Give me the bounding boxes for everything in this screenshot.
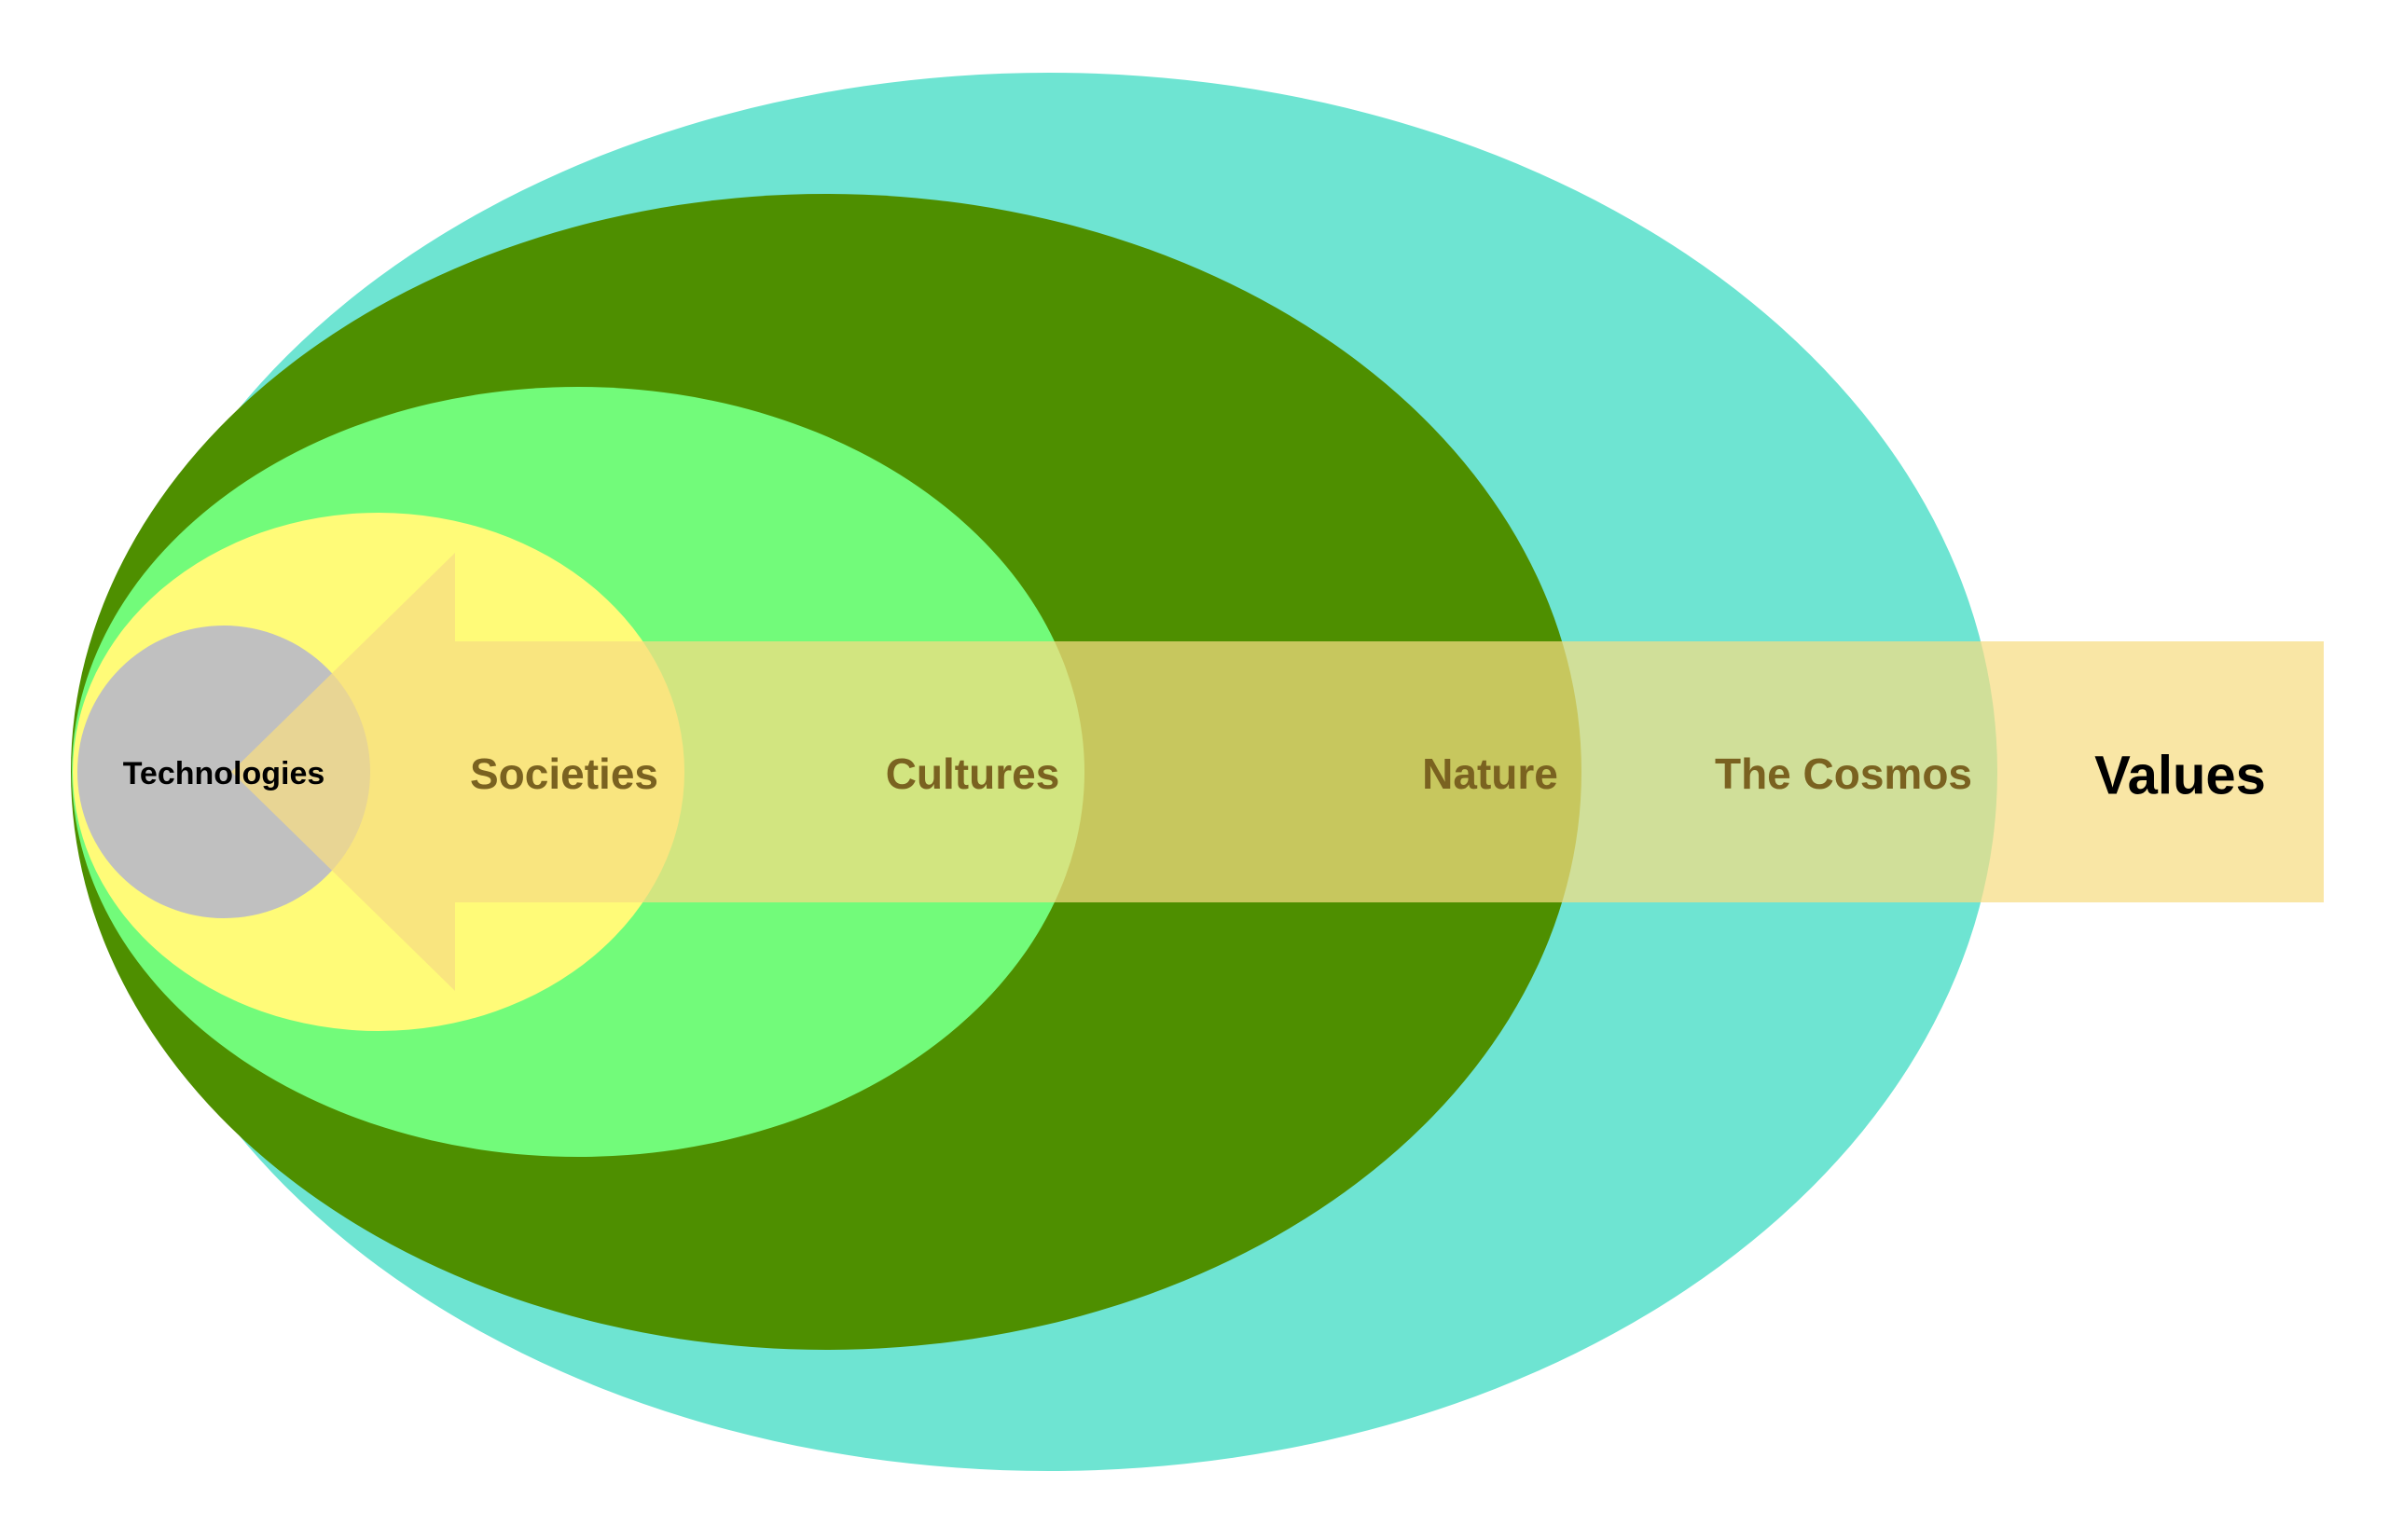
label-cultures: Cultures — [886, 749, 1060, 798]
label-nature: Nature — [1422, 749, 1558, 798]
label-technologies: Technologies — [123, 756, 325, 791]
label-values: Values — [2094, 746, 2266, 806]
values-arrow — [231, 553, 2324, 991]
label-cosmos: The Cosmos — [1715, 749, 1972, 798]
ellipse-technologies — [77, 626, 370, 918]
label-societies: Societies — [470, 749, 658, 798]
